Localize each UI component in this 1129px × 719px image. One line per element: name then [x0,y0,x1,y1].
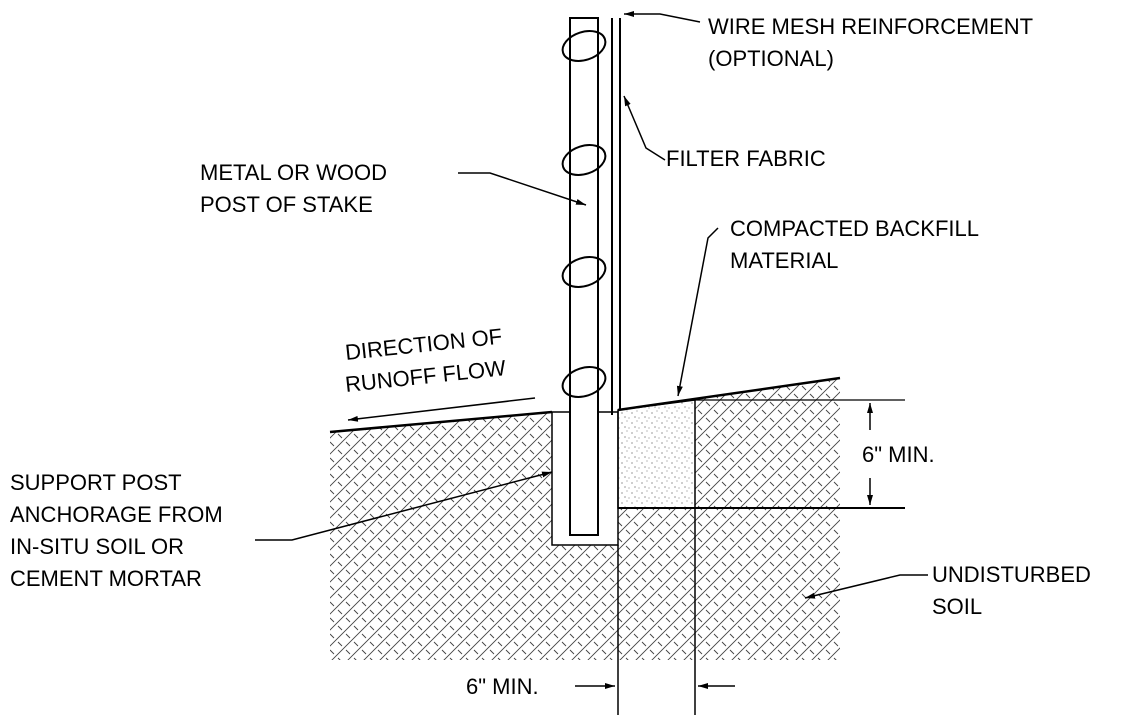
anchorage-label: IN-SITU SOIL OR [10,534,184,559]
filter-fabric-label: FILTER FABRIC [666,146,826,171]
wire-ties [561,30,607,398]
wire-mesh-label: WIRE MESH REINFORCEMENT [708,14,1033,39]
post-label: POST OF STAKE [200,192,373,217]
ground-line-right [617,376,841,412]
filter-fabric-leader [623,95,666,161]
undisturbed-label: UNDISTURBED [932,562,1091,587]
wire-mesh-leader [624,11,701,23]
anchorage-label: ANCHORAGE FROM [10,502,223,527]
runoff-arrow [347,397,536,422]
backfill-label: COMPACTED BACKFILL [730,216,979,241]
wire-mesh-label: (OPTIONAL) [708,46,834,71]
ground-line-left [329,410,553,434]
post-leader [458,172,587,206]
depth-dimension-label: 6" MIN. [862,442,935,467]
undisturbed-leader [804,574,928,599]
post-label: METAL OR WOOD [200,160,387,185]
anchorage-leader [255,471,553,541]
anchorage-label: SUPPORT POST [10,470,182,495]
compacted-backfill [617,399,696,509]
undisturbed-soil-right [618,378,840,660]
width-dimension-label: 6" MIN. [466,674,539,699]
backfill-leader [676,227,719,397]
backfill-label: MATERIAL [730,248,838,273]
post [569,17,599,536]
anchorage-label: CEMENT MORTAR [10,566,202,591]
undisturbed-label: SOIL [932,594,982,619]
